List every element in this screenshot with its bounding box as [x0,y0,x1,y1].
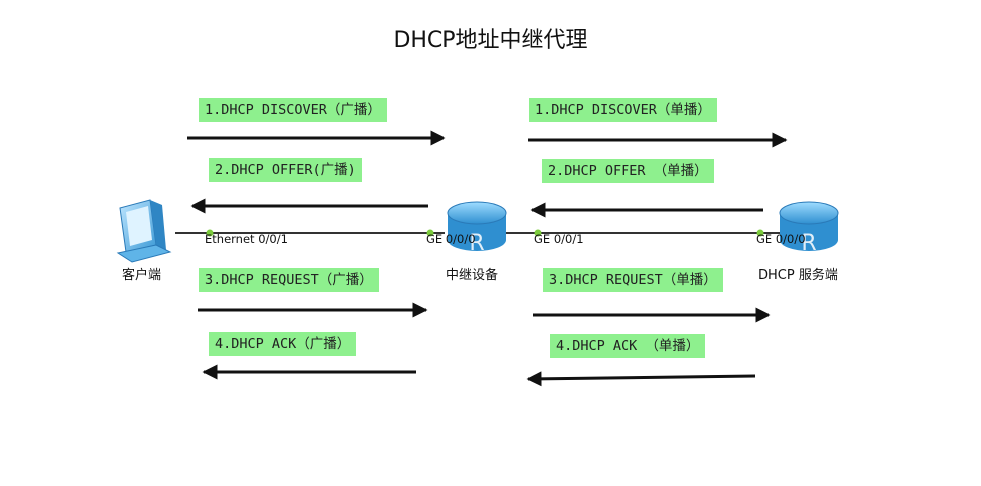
msg-right-ack: 4.DHCP ACK （单播） [550,334,706,358]
server-router-icon: R [779,201,839,256]
port-dot-client [206,229,214,237]
diagram-title: DHCP地址中继代理 [393,28,588,53]
msg-left-request: 3.DHCP REQUEST（广播） [199,268,379,292]
device-label-relay: 中继设备 [446,268,499,283]
router-icon: R [447,201,507,256]
port-dot-relay-left [426,229,434,237]
msg-left-discover: 1.DHCP DISCOVER（广播） [199,98,387,122]
port-dot-relay-right [534,229,542,237]
device-label-client: 客户端 [122,268,162,283]
port-label-client: Ethernet 0/0/1 [205,232,288,246]
msg-right-request: 3.DHCP REQUEST（单播） [543,268,723,292]
port-label-relay-right: GE 0/0/1 [534,232,584,246]
msg-right-discover: 1.DHCP DISCOVER（单播） [529,98,717,122]
port-label-relay-left: GE 0/0/0 [426,232,476,246]
svg-text:R: R [469,231,484,256]
arrow-right-ack [526,371,756,387]
port-dot-server [756,229,764,237]
port-label-server: GE 0/0/0 [756,232,806,246]
msg-left-ack: 4.DHCP ACK（广播） [209,332,357,356]
pc-icon [116,199,172,263]
device-label-server: DHCP 服务端 [758,268,838,283]
msg-right-offer: 2.DHCP OFFER （单播） [542,159,714,183]
svg-text:R: R [801,231,816,256]
msg-left-offer: 2.DHCP OFFER(广播) [209,158,362,182]
